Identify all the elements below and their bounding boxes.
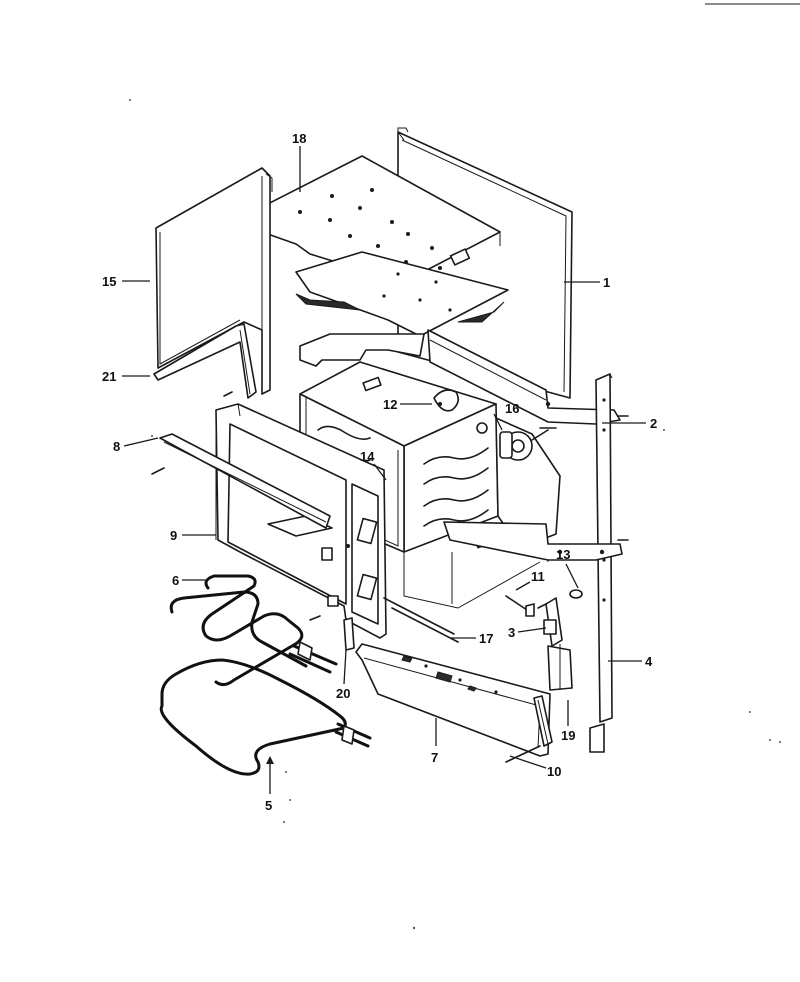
callout-6: 6 xyxy=(172,573,179,588)
part-left-side-panel xyxy=(155,167,273,395)
callout-17: 17 xyxy=(479,631,493,646)
callout-7: 7 xyxy=(431,750,438,765)
part-rod xyxy=(505,595,535,617)
scan-specks xyxy=(129,99,781,930)
part-broil-element xyxy=(169,574,338,687)
callout-12: 12 xyxy=(383,397,397,412)
callout-labels: 1 2 3 4 5 6 7 8 9 10 11 12 13 14 15 16 1… xyxy=(102,131,657,813)
callout-11: 11 xyxy=(531,569,545,584)
callout-15: 15 xyxy=(102,274,116,289)
callout-9: 9 xyxy=(170,528,177,543)
part-bracket-20 xyxy=(343,617,355,651)
callout-3: 3 xyxy=(508,625,515,640)
callout-13: 13 xyxy=(556,547,570,562)
part-trim-bar-8 xyxy=(159,433,331,529)
part-trim-strip xyxy=(153,323,257,399)
part-hinge-assembly xyxy=(543,597,573,691)
callout-14: 14 xyxy=(360,449,375,464)
part-front-frame xyxy=(215,403,387,639)
callout-16: 16 xyxy=(505,401,519,416)
callout-20: 20 xyxy=(336,686,350,701)
fasteners xyxy=(151,391,629,621)
callout-18: 18 xyxy=(292,131,306,146)
part-bake-element xyxy=(159,658,372,776)
part-bottom-bar xyxy=(383,597,459,643)
callout-10: 10 xyxy=(547,764,561,779)
callout-21: 21 xyxy=(102,369,116,384)
part-lower-strip xyxy=(505,695,553,763)
part-top-inner-panel xyxy=(295,251,509,337)
leader-lines xyxy=(122,146,646,794)
part-top-panel xyxy=(249,155,501,291)
part-right-upright xyxy=(589,373,613,753)
part-fan-motor xyxy=(476,422,557,461)
part-sensor xyxy=(433,389,460,412)
callout-8: 8 xyxy=(113,439,120,454)
part-kick-panel xyxy=(355,643,551,757)
callout-4: 4 xyxy=(645,654,653,669)
callout-2: 2 xyxy=(650,416,657,431)
callout-5: 5 xyxy=(265,798,272,813)
callout-19: 19 xyxy=(561,728,575,743)
part-right-rail-lower xyxy=(443,521,623,599)
callout-1: 1 xyxy=(603,275,610,290)
